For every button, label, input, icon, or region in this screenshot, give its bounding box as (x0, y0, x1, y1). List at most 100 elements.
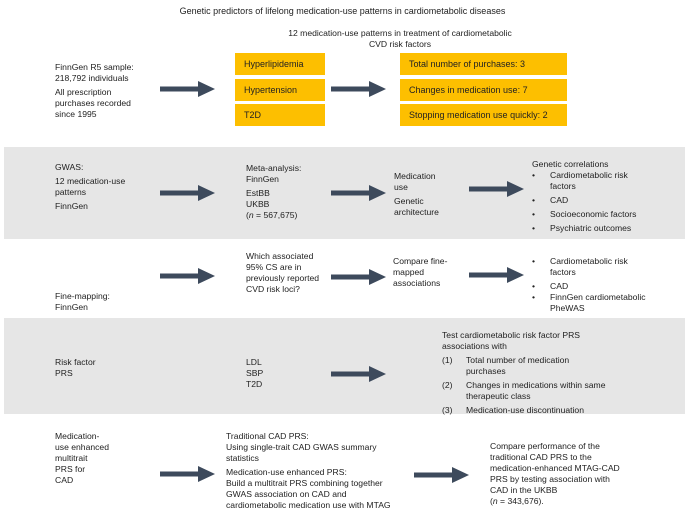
item-number: (2) (442, 380, 453, 390)
text-line: 95% CS are in (246, 262, 302, 272)
text-line: use (394, 182, 408, 192)
text-line: Using single-trait CAD GWAS summary (226, 442, 377, 452)
text-line: Total number of medication (466, 355, 570, 365)
text-line: associations (393, 278, 441, 288)
prs-comparison: Compare performance of the traditional C… (490, 441, 620, 507)
text-line: CAD (55, 475, 74, 485)
text-line: EstBB (246, 188, 270, 198)
text-line: patterns (55, 187, 87, 197)
text-line: Psychiatric outcomes (550, 223, 632, 233)
list-item: •Socioeconomic factors (532, 209, 637, 219)
text-line: Medication- (55, 431, 100, 441)
text-line: Medication-use enhanced PRS: (226, 467, 347, 477)
n-symbol: n (248, 210, 254, 220)
prs-band (4, 318, 685, 414)
text-line: since 1995 (55, 109, 97, 119)
text-line: PRS by testing association with (490, 474, 610, 484)
arrow-icon (331, 365, 387, 383)
genetic-correlations: Genetic correlations •Cardiometabolic ri… (532, 159, 636, 234)
prs-tests: Test cardiometabolic risk factor PRS ass… (442, 330, 605, 416)
text-line: purchases (466, 366, 506, 376)
arrow-icon (414, 466, 470, 484)
disease-box-hyperlipidemia: Hyperlipidemia (235, 53, 325, 75)
text-line: multitrait (55, 453, 88, 463)
text-line: factors (550, 181, 576, 191)
arrow-icon (160, 80, 216, 98)
text-line: statistics (226, 453, 259, 463)
text-line: Fine-mapping: (55, 291, 110, 301)
text-line: FinnGen (55, 201, 88, 211)
enhanced-prs-label: Medication- use enhanced multitrait PRS … (55, 431, 109, 486)
text-line: 218,792 individuals (55, 73, 129, 83)
text-line: SBP (246, 368, 264, 378)
list-item: •Psychiatric outcomes (532, 223, 636, 234)
text-line: FinnGen R5 sample: (55, 62, 134, 72)
text-line: therapeutic class (466, 391, 531, 401)
pattern-box-purchases: Total number of purchases: 3 (400, 53, 567, 75)
text-line: PRS (55, 368, 73, 378)
list-item: •CAD (532, 281, 646, 292)
text-line: CAD (550, 281, 569, 291)
item-number: (1) (442, 355, 453, 365)
text-line: Compare fine- (393, 256, 448, 266)
text-line: PRS for (55, 464, 86, 474)
text-line: LDL (246, 357, 262, 367)
text-line: T2D (246, 379, 263, 389)
text-line: CAD in the UKBB (490, 485, 558, 495)
text-line: All prescription (55, 87, 112, 97)
figure-title: Genetic predictors of lifelong medicatio… (179, 6, 506, 16)
text-line: cardiometabolic medication use with MTAG (226, 500, 391, 510)
arrow-icon (160, 267, 216, 285)
text-line: GWAS association on CAD and (226, 489, 347, 499)
text-line: Compare performance of the (490, 441, 600, 451)
text-line: Build a multitrait PRS combining togethe… (226, 478, 383, 488)
arrow-icon (160, 184, 216, 202)
fine-mapping-label: Fine-mapping: FinnGen (55, 291, 110, 313)
pattern-box-stopping: Stopping medication use quickly: 2 (400, 104, 567, 126)
gwas-label: GWAS: 12 medication-use patterns FinnGen (55, 162, 125, 212)
disease-box-t2d: T2D (235, 104, 325, 126)
text-line: Risk factor (55, 357, 96, 367)
text-line: Medication-use discontinuation (466, 405, 584, 415)
arrow-icon (331, 80, 387, 98)
list-item: •CAD (532, 195, 636, 206)
header-line: 12 medication-use patterns in treatment … (288, 28, 512, 38)
text-line: Changes in medications within same (466, 380, 606, 390)
arrow-icon (160, 465, 216, 483)
text-line: 12 medication-use (55, 176, 126, 186)
disease-box-hypertension: Hypertension (235, 79, 325, 101)
text-line: Meta-analysis: (246, 163, 302, 173)
arrow-icon (469, 266, 525, 284)
n-symbol: n (492, 496, 498, 506)
compare-fine-mapped: Compare fine- mapped associations (393, 256, 447, 289)
pattern-box-changes: Changes in medication use: 7 (400, 79, 567, 101)
text-line: architecture (394, 207, 439, 217)
numbered-item: (3)Medication-use discontinuation (442, 405, 605, 416)
text-line: FinnGen cardiometabolic (550, 292, 646, 302)
credible-set-question: Which associated 95% CS are in previousl… (246, 251, 319, 295)
text-line: Cardiometabolic risk (550, 170, 628, 180)
text-line: traditional CAD PRS to the (490, 452, 592, 462)
sample-description: FinnGen R5 sample: 218,792 individuals A… (55, 62, 134, 120)
text-line: associations with (442, 341, 507, 351)
text-line: UKBB (246, 199, 270, 209)
text-line: Traditional CAD PRS: (226, 431, 309, 441)
risk-factor-prs-label: Risk factor PRS (55, 357, 96, 379)
text-line: mapped (393, 267, 425, 277)
text-line: previously reported (246, 273, 320, 283)
text-line: GWAS: (55, 162, 84, 172)
text-line: FinnGen (55, 302, 88, 312)
medication-use-architecture: Medication use Genetic architecture (394, 171, 439, 218)
text-line: CAD (550, 195, 569, 205)
text-line: purchases recorded (55, 98, 131, 108)
n-value: = 567,675) (253, 210, 298, 220)
list-title: Genetic correlations (532, 159, 609, 169)
arrow-icon (469, 180, 525, 198)
prs-traits: LDL SBP T2D (246, 357, 263, 390)
